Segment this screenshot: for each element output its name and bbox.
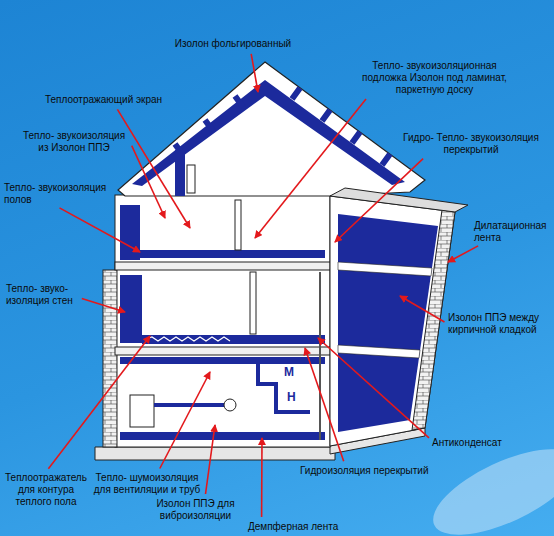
partition [250,272,256,334]
roof-insulation [132,80,405,186]
callout-label: Тепло- звукоизоляция полов [4,182,108,206]
callout-label: Гидро- Тепло- звукоизоляция перекрытий [396,132,546,156]
callout-label: Теплоотражатель для контура теплого пола [3,472,89,508]
callout-label: Дилатационная лента [474,220,550,244]
warm-floor [142,335,325,344]
floor-underlay [140,250,325,258]
glove-shape [422,432,554,536]
callout-label: Тепло- шумоизоляция для вентиляции и тру… [92,472,202,496]
leader-arrow [318,338,429,438]
leader-arrow [305,348,344,461]
pipe [154,403,224,407]
leader-arrow [400,296,445,322]
brick-pillar [103,270,117,447]
pipe-letter: Н [286,391,297,404]
callout-label: Антиконденсат [432,437,502,449]
radiator [187,165,195,193]
wing-wall [330,196,455,446]
callout-label: Тепло- звукоизоляция из Изолон ППЭ [18,130,130,154]
leader-arrow [82,299,125,312]
wing-top [330,188,468,212]
house-block [115,195,330,447]
heating-loop [146,337,230,341]
wing-floor [338,345,420,358]
callout-label: Тепло- звуко- изоляция стен [6,283,78,307]
leader-arrow [60,208,141,252]
leader-arrow [117,109,190,228]
reflective-screen [175,150,185,196]
callout-label: Гидроизоляция перекрытий [300,465,429,477]
partition [235,200,241,250]
leader-arrow [335,159,423,242]
floor-slab [115,262,330,270]
wall-insulation [120,205,140,260]
roof-foil [175,88,390,165]
ceiling-insulation [120,357,325,364]
boiler [130,395,154,427]
leader-arrow [206,425,216,494]
leader-arrow [255,99,366,238]
callout-label: Теплоотражающий экран [45,94,162,106]
callout-label: Изолон ППЭ для виброизоляции [148,498,243,522]
foundation [95,447,335,460]
wing-floor [338,262,432,276]
pipe-letter: М [283,366,295,379]
floor-slab [115,347,330,355]
vent-duct [258,362,310,412]
pump [224,399,236,411]
leader-arrow [261,438,263,517]
callout-label: Демпферная лента [248,521,338,533]
wall-insulation [120,275,142,343]
riser-pipe [319,272,321,440]
leader-arrow [48,336,150,469]
callout-label: Тепло- звукоизоляционная подложка Изолон… [352,60,517,96]
basement-floor-insulation [120,432,325,440]
leader-arrow [160,372,210,469]
callout-label: Изолон ППЭ между кирпичной кладкой [448,312,548,336]
leader-arrow [132,146,165,218]
callout-label: Изолон фольгированный [175,38,291,50]
leader-arrow [448,246,478,262]
leader-arrow [251,54,258,92]
